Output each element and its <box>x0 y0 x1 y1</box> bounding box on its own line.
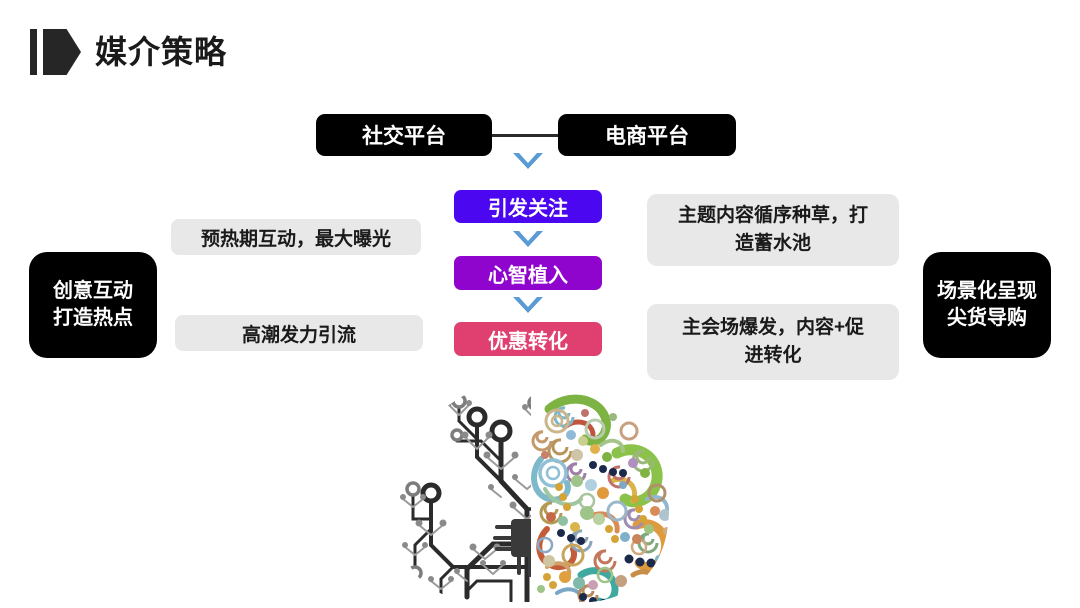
left-brand-line1: 创意互动 <box>53 280 133 302</box>
page-title: 媒介策略 <box>30 22 227 82</box>
stage-box-awareness[interactable]: 引发关注 <box>454 190 602 223</box>
platform-connector-line <box>492 134 558 137</box>
stage-label-awareness: 引发关注 <box>488 198 568 220</box>
right-note-line2-2: 进转化 <box>744 345 802 366</box>
left-note-box-1[interactable]: 预热期互动，最大曝光 <box>171 219 421 255</box>
stage-box-mindshare[interactable]: 心智植入 <box>454 256 602 290</box>
right-brand-box[interactable]: 场景化呈现 尖货导购 <box>923 252 1051 358</box>
brain-right-paisley <box>531 394 669 602</box>
right-brand-line2: 尖货导购 <box>947 307 1027 329</box>
right-note-line1-2: 主会场爆发，内容+促 <box>681 317 865 339</box>
left-brand-box[interactable]: 创意互动 打造热点 <box>29 252 157 358</box>
bar-pentagon-arrow-icon <box>30 29 81 75</box>
social-platform-label: 社交平台 <box>362 125 446 148</box>
right-note-line2-1: 造蓄水池 <box>734 233 811 254</box>
left-note-label-2: 高潮发力引流 <box>241 324 356 346</box>
left-brand-line2: 打造热点 <box>53 307 133 329</box>
stage-box-conversion[interactable]: 优惠转化 <box>454 322 602 356</box>
left-note-label-1: 预热期互动，最大曝光 <box>200 228 391 250</box>
right-note-box-2[interactable]: 主会场爆发，内容+促 进转化 <box>647 304 899 380</box>
social-platform-box[interactable]: 社交平台 <box>316 114 492 156</box>
right-brand-line1: 场景化呈现 <box>937 280 1037 302</box>
ecommerce-platform-label: 电商平台 <box>605 125 689 148</box>
stage-label-conversion: 优惠转化 <box>488 330 568 353</box>
stage-label-mindshare: 心智植入 <box>488 264 568 287</box>
left-brand-text: 创意互动 打造热点 <box>53 278 133 332</box>
left-note-box-2[interactable]: 高潮发力引流 <box>175 315 423 351</box>
page-title-text: 媒介策略 <box>95 34 228 70</box>
right-note-box-1[interactable]: 主题内容循序种草，打 造蓄水池 <box>647 194 899 266</box>
right-note-text-1: 主题内容循序种草，打 造蓄水池 <box>678 202 868 257</box>
right-note-line1-1: 主题内容循序种草，打 <box>677 205 868 227</box>
cpu-chip-icon <box>493 519 531 577</box>
right-brand-text: 场景化呈现 尖货导购 <box>937 278 1037 332</box>
chevron-down-icon-top <box>513 153 543 169</box>
chevron-down-icon-stage2 <box>513 297 543 313</box>
right-note-text-2: 主会场爆发，内容+促 进转化 <box>682 314 864 369</box>
chevron-down-icon-stage1 <box>513 231 543 247</box>
ecommerce-platform-box[interactable]: 电商平台 <box>558 114 736 156</box>
brain-circuit-paisley-illustration <box>400 393 669 602</box>
